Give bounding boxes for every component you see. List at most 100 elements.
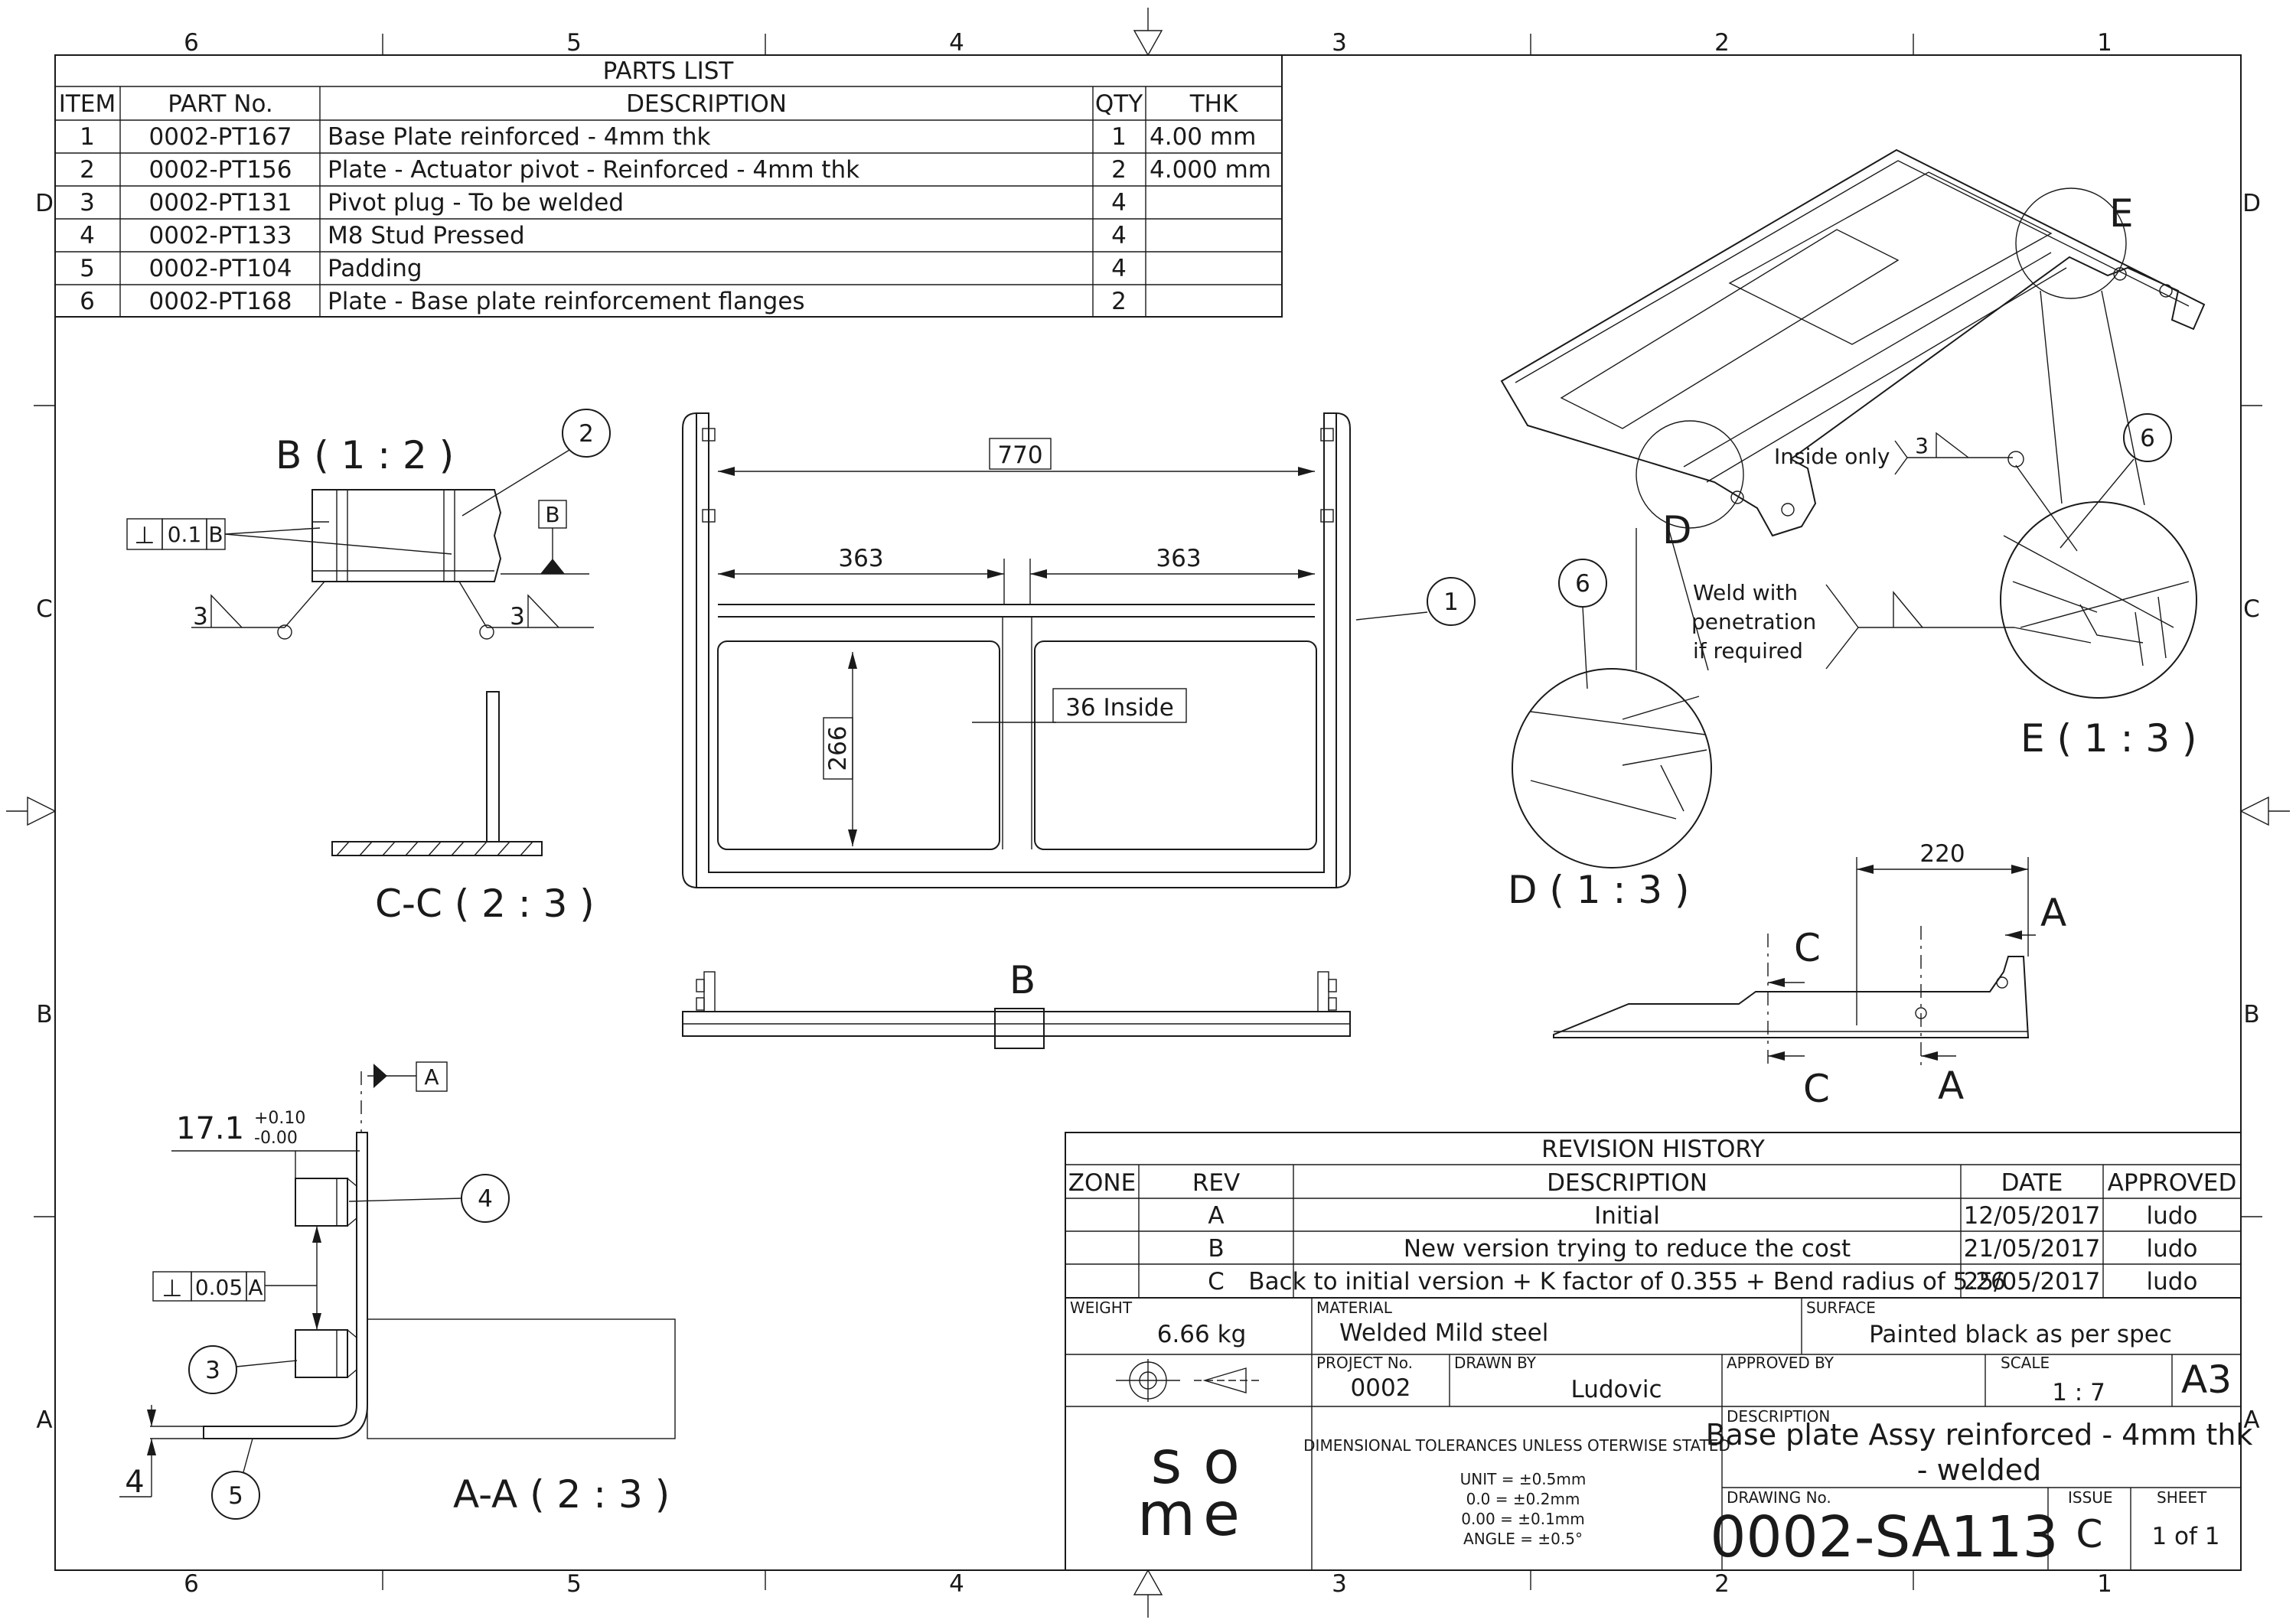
inside-only-note: Inside only <box>1774 444 1890 469</box>
datum-b-label: B <box>545 502 559 527</box>
detail-view-e: E ( 1 : 3 ) <box>2000 290 2197 761</box>
parts-cell: 2 <box>1111 156 1127 184</box>
tolerances-title: DIMENSIONAL TOLERANCES UNLESS OTERWISE S… <box>1303 1436 1730 1455</box>
detail-b-label: B ( 1 : 2 ) <box>276 433 454 477</box>
balloon-5-label: 5 <box>228 1482 243 1510</box>
zone-bottom-1: 1 <box>2097 1570 2112 1598</box>
weld-note-line-1: Weld with <box>1693 580 1798 605</box>
parts-cell: 0002-PT131 <box>149 189 292 217</box>
weld-b-right-size: 3 <box>510 603 525 631</box>
revision-cell: 12/05/2017 <box>1964 1202 2101 1230</box>
parts-cell: 4 <box>1111 255 1127 282</box>
description-label: DESCRIPTION <box>1727 1407 1830 1426</box>
fcf-a-symbol: ⊥ <box>161 1275 182 1302</box>
description-line-1: Base plate Assy reinforced - 4mm thk <box>1706 1418 2253 1452</box>
parts-header-thk: THK <box>1189 90 1238 118</box>
balloon-6-iso <box>2123 413 2172 462</box>
dim-36-inside: 36 Inside <box>1065 694 1174 722</box>
parts-cell: 4 <box>1111 189 1127 217</box>
parts-cell: 0002-PT133 <box>149 222 292 249</box>
weld-b-left-size: 3 <box>193 603 208 631</box>
zone-right-d: D <box>2242 190 2261 217</box>
zone-top-1: 1 <box>2097 29 2112 57</box>
dim-266: 266 <box>824 725 852 771</box>
parts-cell: Plate - Base plate reinforcement flanges <box>328 288 805 315</box>
parts-cell: 6 <box>80 288 95 315</box>
zone-right-b: B <box>2243 1001 2259 1028</box>
side-view: 220 C C A A <box>1553 840 2066 1111</box>
fcf-b-symbol: ⊥ <box>134 522 155 549</box>
scale-value: 1 : 7 <box>2052 1379 2105 1406</box>
iso-detail-e-label: E <box>2109 191 2134 236</box>
sheet-value: 1 of 1 <box>2151 1523 2219 1550</box>
dim-17-1-lower-tol: -0.00 <box>254 1129 298 1148</box>
revision-cell: B <box>1208 1235 1224 1263</box>
parts-cell: 4 <box>80 222 95 249</box>
drawn-by-label: DRAWN BY <box>1454 1354 1537 1372</box>
parts-cell: 1 <box>1111 123 1127 151</box>
balloon-2 <box>562 409 611 458</box>
detail-view-b: B ( 1 : 2 ) 2 ⊥ 0.1 B B 3 <box>126 409 611 640</box>
parts-cell: Base Plate reinforced - 4mm thk <box>328 123 711 151</box>
zone-bottom-6: 6 <box>184 1570 199 1598</box>
parts-cell: 0002-PT156 <box>149 156 292 184</box>
rev-header-zone: ZONE <box>1068 1169 1136 1197</box>
iso-weld-size: 3 <box>1915 433 1929 458</box>
zone-left-b: B <box>36 1001 52 1028</box>
zone-bottom-2: 2 <box>1714 1570 1730 1598</box>
iso-detail-d-label: D <box>1662 508 1692 552</box>
balloon-5 <box>211 1471 260 1520</box>
tolerance-unit: UNIT = ±0.5mm <box>1460 1470 1587 1488</box>
parts-cell: 1 <box>80 123 95 151</box>
front-view-label: B <box>1009 958 1035 1002</box>
revision-cell: 21/05/2017 <box>1964 1235 2101 1263</box>
fcf-b-tolerance: 0.1 <box>168 522 202 547</box>
third-angle-projection-icon <box>1116 1359 1263 1402</box>
detail-d-label: D ( 1 : 3 ) <box>1508 868 1689 912</box>
drawn-by-value: Ludovic <box>1570 1376 1662 1403</box>
parts-header-description: DESCRIPTION <box>626 90 787 118</box>
parts-cell: Padding <box>328 255 422 282</box>
parts-cell: 4.000 mm <box>1150 156 1271 184</box>
dim-17-1-upper-tol: +0.10 <box>254 1109 305 1128</box>
material-value: Welded Mild steel <box>1339 1319 1548 1347</box>
tolerance-one-decimal: 0.0 = ±0.2mm <box>1466 1490 1580 1508</box>
parts-list-title: PARTS LIST <box>603 57 735 85</box>
zone-right-a: A <box>2243 1406 2259 1434</box>
zone-left-c: C <box>36 595 53 623</box>
balloon-1-label: 1 <box>1443 588 1459 616</box>
dim-363-left: 363 <box>838 545 883 572</box>
dim-4: 4 <box>125 1465 144 1500</box>
detail-d-circle <box>1636 420 1744 529</box>
issue-label: ISSUE <box>2068 1488 2113 1507</box>
logo-letter-s: s <box>1151 1429 1182 1498</box>
weld-note-line-2: penetration <box>1691 609 1816 634</box>
parts-cell: 2 <box>80 156 95 184</box>
detail-view-d: 6 D ( 1 : 3 ) Weld with penetration if r… <box>1508 527 2092 912</box>
revision-cell: Initial <box>1594 1202 1660 1230</box>
parts-cell: M8 Stud Pressed <box>328 222 525 249</box>
section-view-aa: A 17.1 +0.10 -0.00 ⊥ 0.05 A 4 4 3 5 <box>119 1061 676 1520</box>
tolerance-angle: ANGLE = ±0.5° <box>1463 1530 1583 1548</box>
revision-cell: ludo <box>2147 1235 2198 1263</box>
parts-list-table: PARTS LIST ITEM PART No. DESCRIPTION QTY… <box>54 54 1283 318</box>
description-line-2: - welded <box>1917 1453 2041 1487</box>
zone-bottom-5: 5 <box>566 1570 582 1598</box>
project-label: PROJECT No. <box>1316 1354 1413 1372</box>
scale-label: SCALE <box>2001 1354 2050 1372</box>
balloon-3 <box>188 1345 237 1394</box>
parts-cell: 4 <box>1111 222 1127 249</box>
drawing-no-label: DRAWING No. <box>1727 1488 1831 1507</box>
zone-left-a: A <box>36 1406 52 1434</box>
revision-cell: New version trying to reduce the cost <box>1404 1235 1851 1263</box>
section-c-top: C <box>1794 926 1821 970</box>
fcf-b-datum: B <box>208 522 223 547</box>
parts-cell: 2 <box>1111 288 1127 315</box>
rev-header-date: DATE <box>2001 1169 2063 1197</box>
logo-letter-m: m <box>1137 1481 1195 1550</box>
parts-cell: 0002-PT104 <box>149 255 292 282</box>
section-c-bottom: C <box>1803 1067 1830 1111</box>
parts-cell: 0002-PT168 <box>149 288 292 315</box>
